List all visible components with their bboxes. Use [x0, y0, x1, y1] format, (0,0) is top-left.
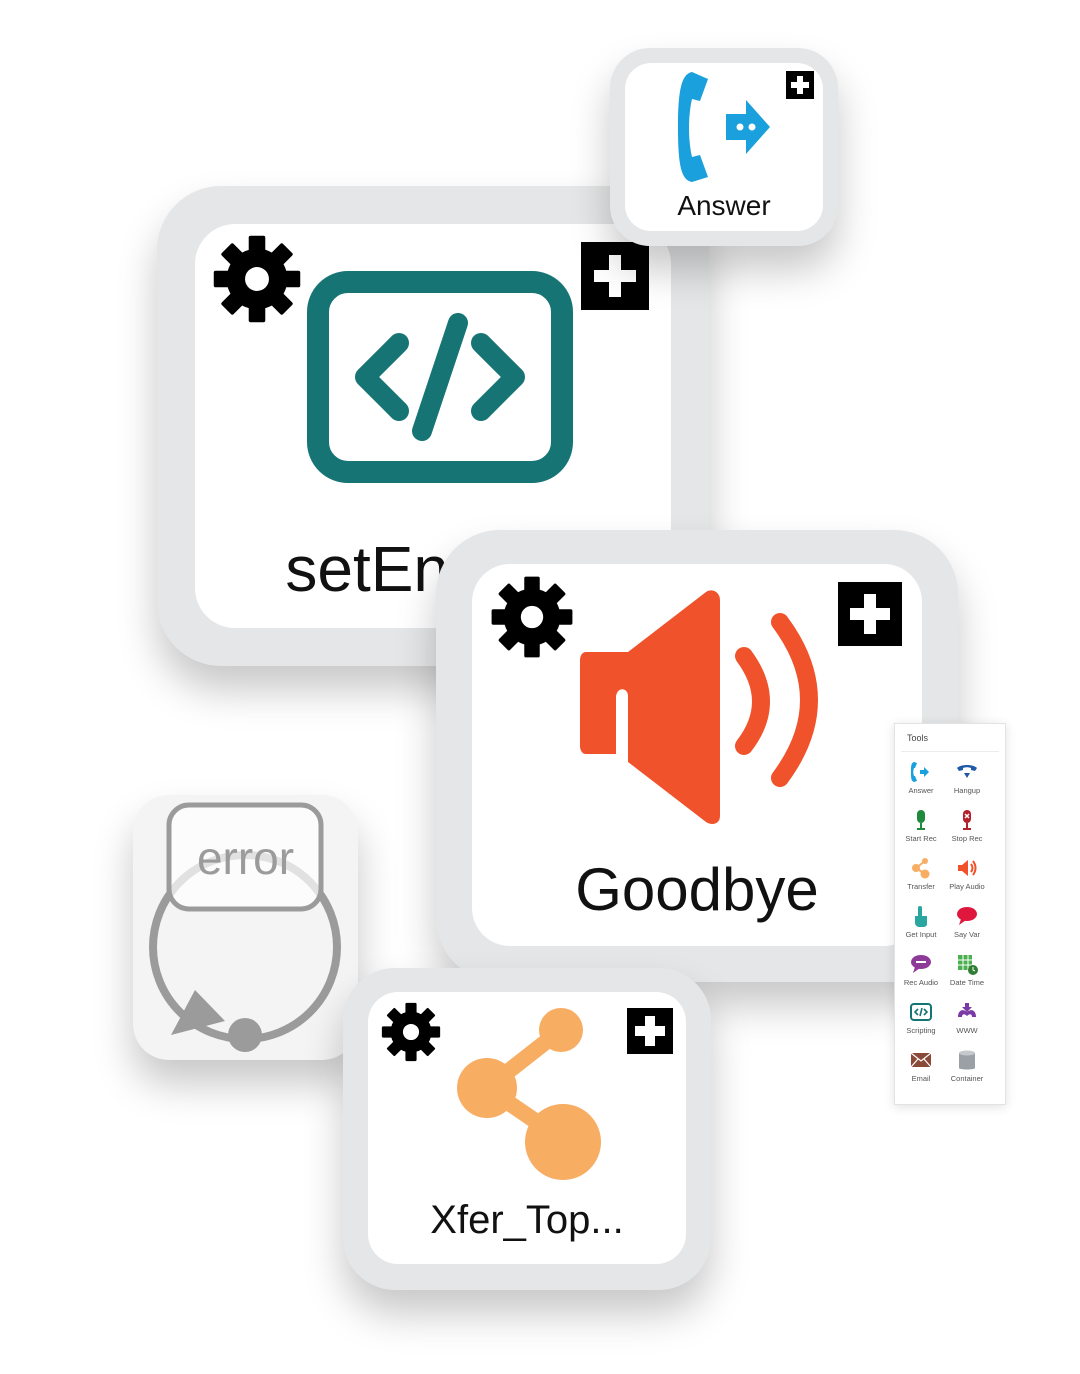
email-icon [910, 1052, 932, 1068]
error-node-label: error [196, 832, 295, 884]
tool-start-rec[interactable]: Start Rec [895, 808, 947, 844]
tools-divider [901, 751, 999, 752]
add-plus-icon[interactable] [627, 1008, 673, 1054]
tool-scripting[interactable]: Scripting [895, 1000, 947, 1036]
hangup-icon [957, 765, 977, 778]
transfer-icon [457, 1008, 601, 1180]
start-rec-icon [917, 810, 925, 830]
answer-node[interactable]: Answer [610, 48, 838, 246]
tool-www[interactable]: WWW [941, 1000, 993, 1036]
tool-container[interactable]: Container [941, 1048, 993, 1084]
tool-get-input[interactable]: Get Input [895, 904, 947, 940]
gear-icon[interactable] [380, 1001, 442, 1063]
rec-audio-icon [911, 955, 931, 973]
add-plus-icon[interactable] [786, 71, 814, 99]
transfer-icon [912, 858, 930, 879]
xfer-node-label: Xfer_Top... [430, 1198, 624, 1242]
answer-icon [678, 72, 770, 182]
tool-stop-rec[interactable]: Stop Rec [941, 808, 993, 844]
tool-hangup[interactable]: Hangup [941, 760, 993, 796]
get-input-icon [915, 906, 927, 927]
goodbye-node-label: Goodbye [575, 856, 819, 923]
tool-play-audio[interactable]: Play Audio [941, 856, 993, 892]
play-audio-icon [580, 590, 818, 824]
goodbye-node[interactable]: Goodbye [436, 530, 958, 982]
tools-title: Tools [907, 733, 929, 743]
add-plus-icon[interactable] [581, 242, 649, 310]
www-icon [958, 1003, 976, 1017]
tools-panel: Tools Answer Hangup Start Rec Stop Rec [894, 723, 1006, 1105]
stop-rec-icon [963, 810, 971, 830]
scripting-icon [307, 271, 573, 483]
error-loop-icon [149, 802, 341, 1052]
answer-icon [911, 762, 929, 782]
gear-icon[interactable] [211, 233, 303, 325]
tool-email[interactable]: Email [895, 1048, 947, 1084]
xfer-node[interactable]: Xfer_Top... [343, 968, 711, 1290]
answer-node-label: Answer [677, 190, 771, 221]
play-audio-icon [958, 860, 977, 876]
tool-answer[interactable]: Answer [895, 760, 947, 796]
tool-transfer[interactable]: Transfer [895, 856, 947, 892]
gear-icon[interactable] [489, 574, 575, 660]
error-node[interactable]: error [133, 795, 358, 1060]
add-plus-icon[interactable] [838, 582, 902, 646]
tool-say-var[interactable]: Say Var [941, 904, 993, 940]
tool-rec-audio[interactable]: Rec Audio [895, 952, 947, 988]
scripting-icon [910, 1003, 932, 1021]
tool-date-time[interactable]: Date Time [941, 952, 993, 988]
say-var-icon [957, 907, 977, 925]
date-time-icon [958, 955, 978, 975]
container-icon [959, 1050, 975, 1070]
